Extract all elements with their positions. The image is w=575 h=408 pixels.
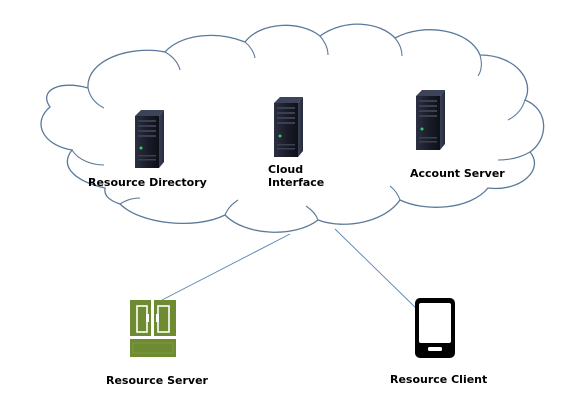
resource-server-label: Resource Server	[106, 374, 208, 387]
server-tower-icon	[135, 110, 164, 168]
server-tower-icon	[274, 97, 303, 157]
cloud-interface-label: Cloud Interface	[268, 163, 338, 189]
resource-client-label: Resource Client	[390, 373, 488, 386]
fridge-device-icon	[130, 300, 176, 357]
link-cloud-to-resource-server	[161, 233, 291, 301]
cloud-inner-arcs	[71, 35, 531, 221]
server-tower-icon	[416, 90, 445, 150]
account-server-label: Account Server	[410, 167, 505, 180]
resource-directory-label: Resource Directory	[88, 176, 207, 189]
smartphone-icon	[415, 298, 455, 358]
link-cloud-to-resource-client	[334, 228, 421, 313]
cloud-interface-label-line1: Cloud	[268, 163, 304, 176]
cloud-interface-label-line2: Interface	[268, 176, 325, 189]
